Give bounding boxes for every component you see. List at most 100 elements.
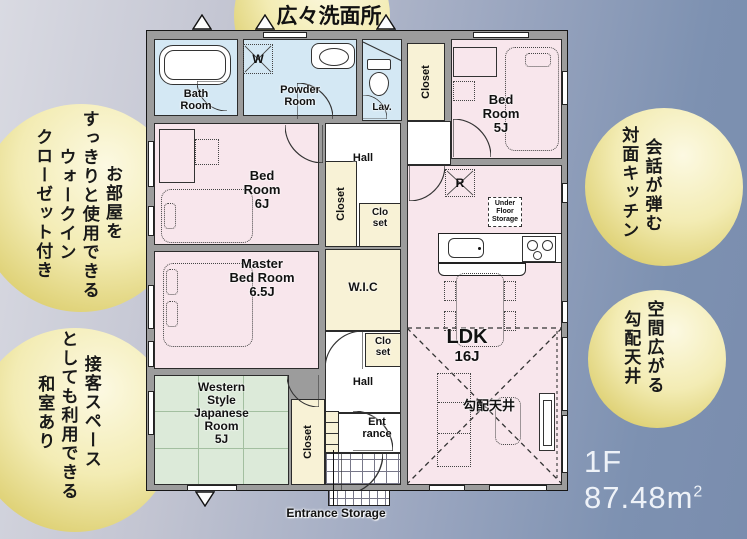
- door-swing-icon: [285, 125, 323, 163]
- room-closet-small-lower: [365, 333, 401, 367]
- window-marker: [187, 485, 237, 491]
- room-ldk: [407, 165, 562, 485]
- bathtub-icon: [159, 45, 231, 85]
- entrance-tile-floor: [325, 453, 401, 485]
- window-marker: [263, 32, 307, 38]
- room-master-bedroom: [154, 251, 319, 369]
- sofa-icon: [437, 373, 471, 467]
- pillow-icon: [164, 203, 176, 229]
- room-label-closet-small-upper: Clo set: [371, 207, 389, 229]
- room-closet-small-upper: [359, 203, 401, 247]
- window-marker: [148, 341, 154, 367]
- window-marker: [562, 415, 568, 473]
- desk-icon: [159, 129, 195, 183]
- room-wic: [325, 249, 401, 331]
- vent-icon: [192, 14, 212, 30]
- room-label-master: Master Bed Room 6.5J: [229, 256, 295, 300]
- window-marker: [148, 206, 154, 236]
- room-label-japanese: Western Style Japanese Room 5J: [194, 380, 249, 446]
- tatami-line: [155, 411, 288, 412]
- window-marker: [562, 183, 568, 203]
- chair-icon: [444, 281, 456, 301]
- room-label-entrance: Ent rance: [362, 416, 392, 440]
- tv-board-icon: [539, 393, 555, 451]
- toilet-icon: [367, 59, 391, 70]
- door-swing-icon: [363, 95, 387, 119]
- door-swing-icon: [197, 81, 227, 111]
- callout-washitsu-text: 接客スペース としても利用できる 和室あり: [35, 330, 101, 501]
- callout-washroom-text: 広々洗面所: [276, 5, 382, 28]
- window-marker: [148, 141, 154, 187]
- room-bedroom-5j: [451, 39, 562, 159]
- vent-icon: [255, 14, 275, 30]
- window-marker: [429, 485, 465, 491]
- room-label-bed6: Bed Room 6J: [243, 168, 281, 212]
- callout-ceiling-text: 空間広がる 勾配天井: [621, 300, 664, 395]
- dining-table-icon: [456, 273, 504, 347]
- room-label-hall-lower: Hall: [352, 376, 374, 388]
- window-marker: [562, 301, 568, 323]
- door-swing-icon: [353, 411, 393, 451]
- floor-plan: W R Under Floor Storage: [146, 30, 568, 495]
- room-label-closet-bottom: Closet: [302, 425, 314, 459]
- window-marker: [562, 71, 568, 105]
- window-marker: [148, 391, 154, 435]
- callout-kitchen-text: 会話が弾む 対面キッチン: [619, 126, 662, 240]
- window-marker: [562, 337, 568, 411]
- sloped-ceiling-label: 勾配天井: [462, 398, 515, 413]
- door-swing-icon: [325, 331, 363, 369]
- powder-sink-icon: [311, 43, 355, 69]
- chair-icon: [453, 81, 475, 101]
- burner-icon: [542, 240, 553, 251]
- room-closet-mid: [325, 161, 357, 247]
- room-label-bed5: Bed Room 5J: [482, 92, 520, 136]
- room-closet-bottom: [291, 399, 325, 485]
- lav-shelf-line: [363, 41, 403, 62]
- side-table-icon: [495, 397, 521, 445]
- room-label-powder: Powder Room: [280, 84, 320, 108]
- room-label-ldk-size: 16J: [454, 348, 480, 365]
- pillow-icon: [525, 53, 551, 67]
- refrigerator-icon: R: [445, 169, 475, 197]
- hall-passage: [407, 121, 451, 165]
- room-label-closet-mid: Closet: [335, 187, 347, 221]
- room-bedroom-6j: [154, 123, 319, 245]
- callout-walkin-text: お部屋を すっきりと使用できる ウォークイン クローゼット付き: [33, 110, 122, 300]
- bed-icon: [505, 47, 559, 151]
- door-swing-icon: [341, 453, 383, 495]
- burner-icon: [533, 251, 542, 260]
- toilet-bowl-icon: [369, 72, 389, 96]
- door-swing-icon: [453, 119, 491, 157]
- room-label-closet-top: Closet: [420, 65, 432, 99]
- kitchen-sink-icon: [448, 238, 484, 258]
- window-marker: [489, 485, 547, 491]
- door-swing-icon: [287, 375, 319, 407]
- door-swing-icon: [297, 83, 333, 119]
- tatami-line: [155, 448, 288, 449]
- chair-icon: [444, 311, 456, 331]
- room-label-closet-small-lower: Clo set: [374, 336, 392, 358]
- entrance-step: [328, 490, 390, 506]
- room-label-bath: Bath Room: [180, 88, 212, 112]
- room-japanese: [154, 375, 289, 485]
- chair-icon: [504, 311, 516, 331]
- tatami-line: [198, 376, 199, 484]
- bed-icon: [161, 189, 253, 243]
- kitchen-island-icon: [438, 263, 526, 276]
- pillow-icon: [166, 301, 178, 327]
- double-bed-icon: [163, 263, 253, 347]
- leader-line: [333, 450, 334, 506]
- callout-circle-kitchen: [585, 108, 743, 266]
- burner-icon: [527, 240, 538, 251]
- tatami-line: [243, 376, 244, 484]
- pillow-icon: [166, 269, 178, 295]
- window-marker: [148, 285, 154, 329]
- room-label-lav: Lav.: [372, 102, 392, 113]
- window-marker: [473, 32, 529, 38]
- sloped-ceiling-lines: [407, 327, 562, 485]
- chair-icon: [504, 281, 516, 301]
- entrance-storage-label: Entrance Storage: [286, 506, 386, 520]
- faucet-dot: [478, 247, 481, 250]
- room-closet-top: [407, 43, 445, 121]
